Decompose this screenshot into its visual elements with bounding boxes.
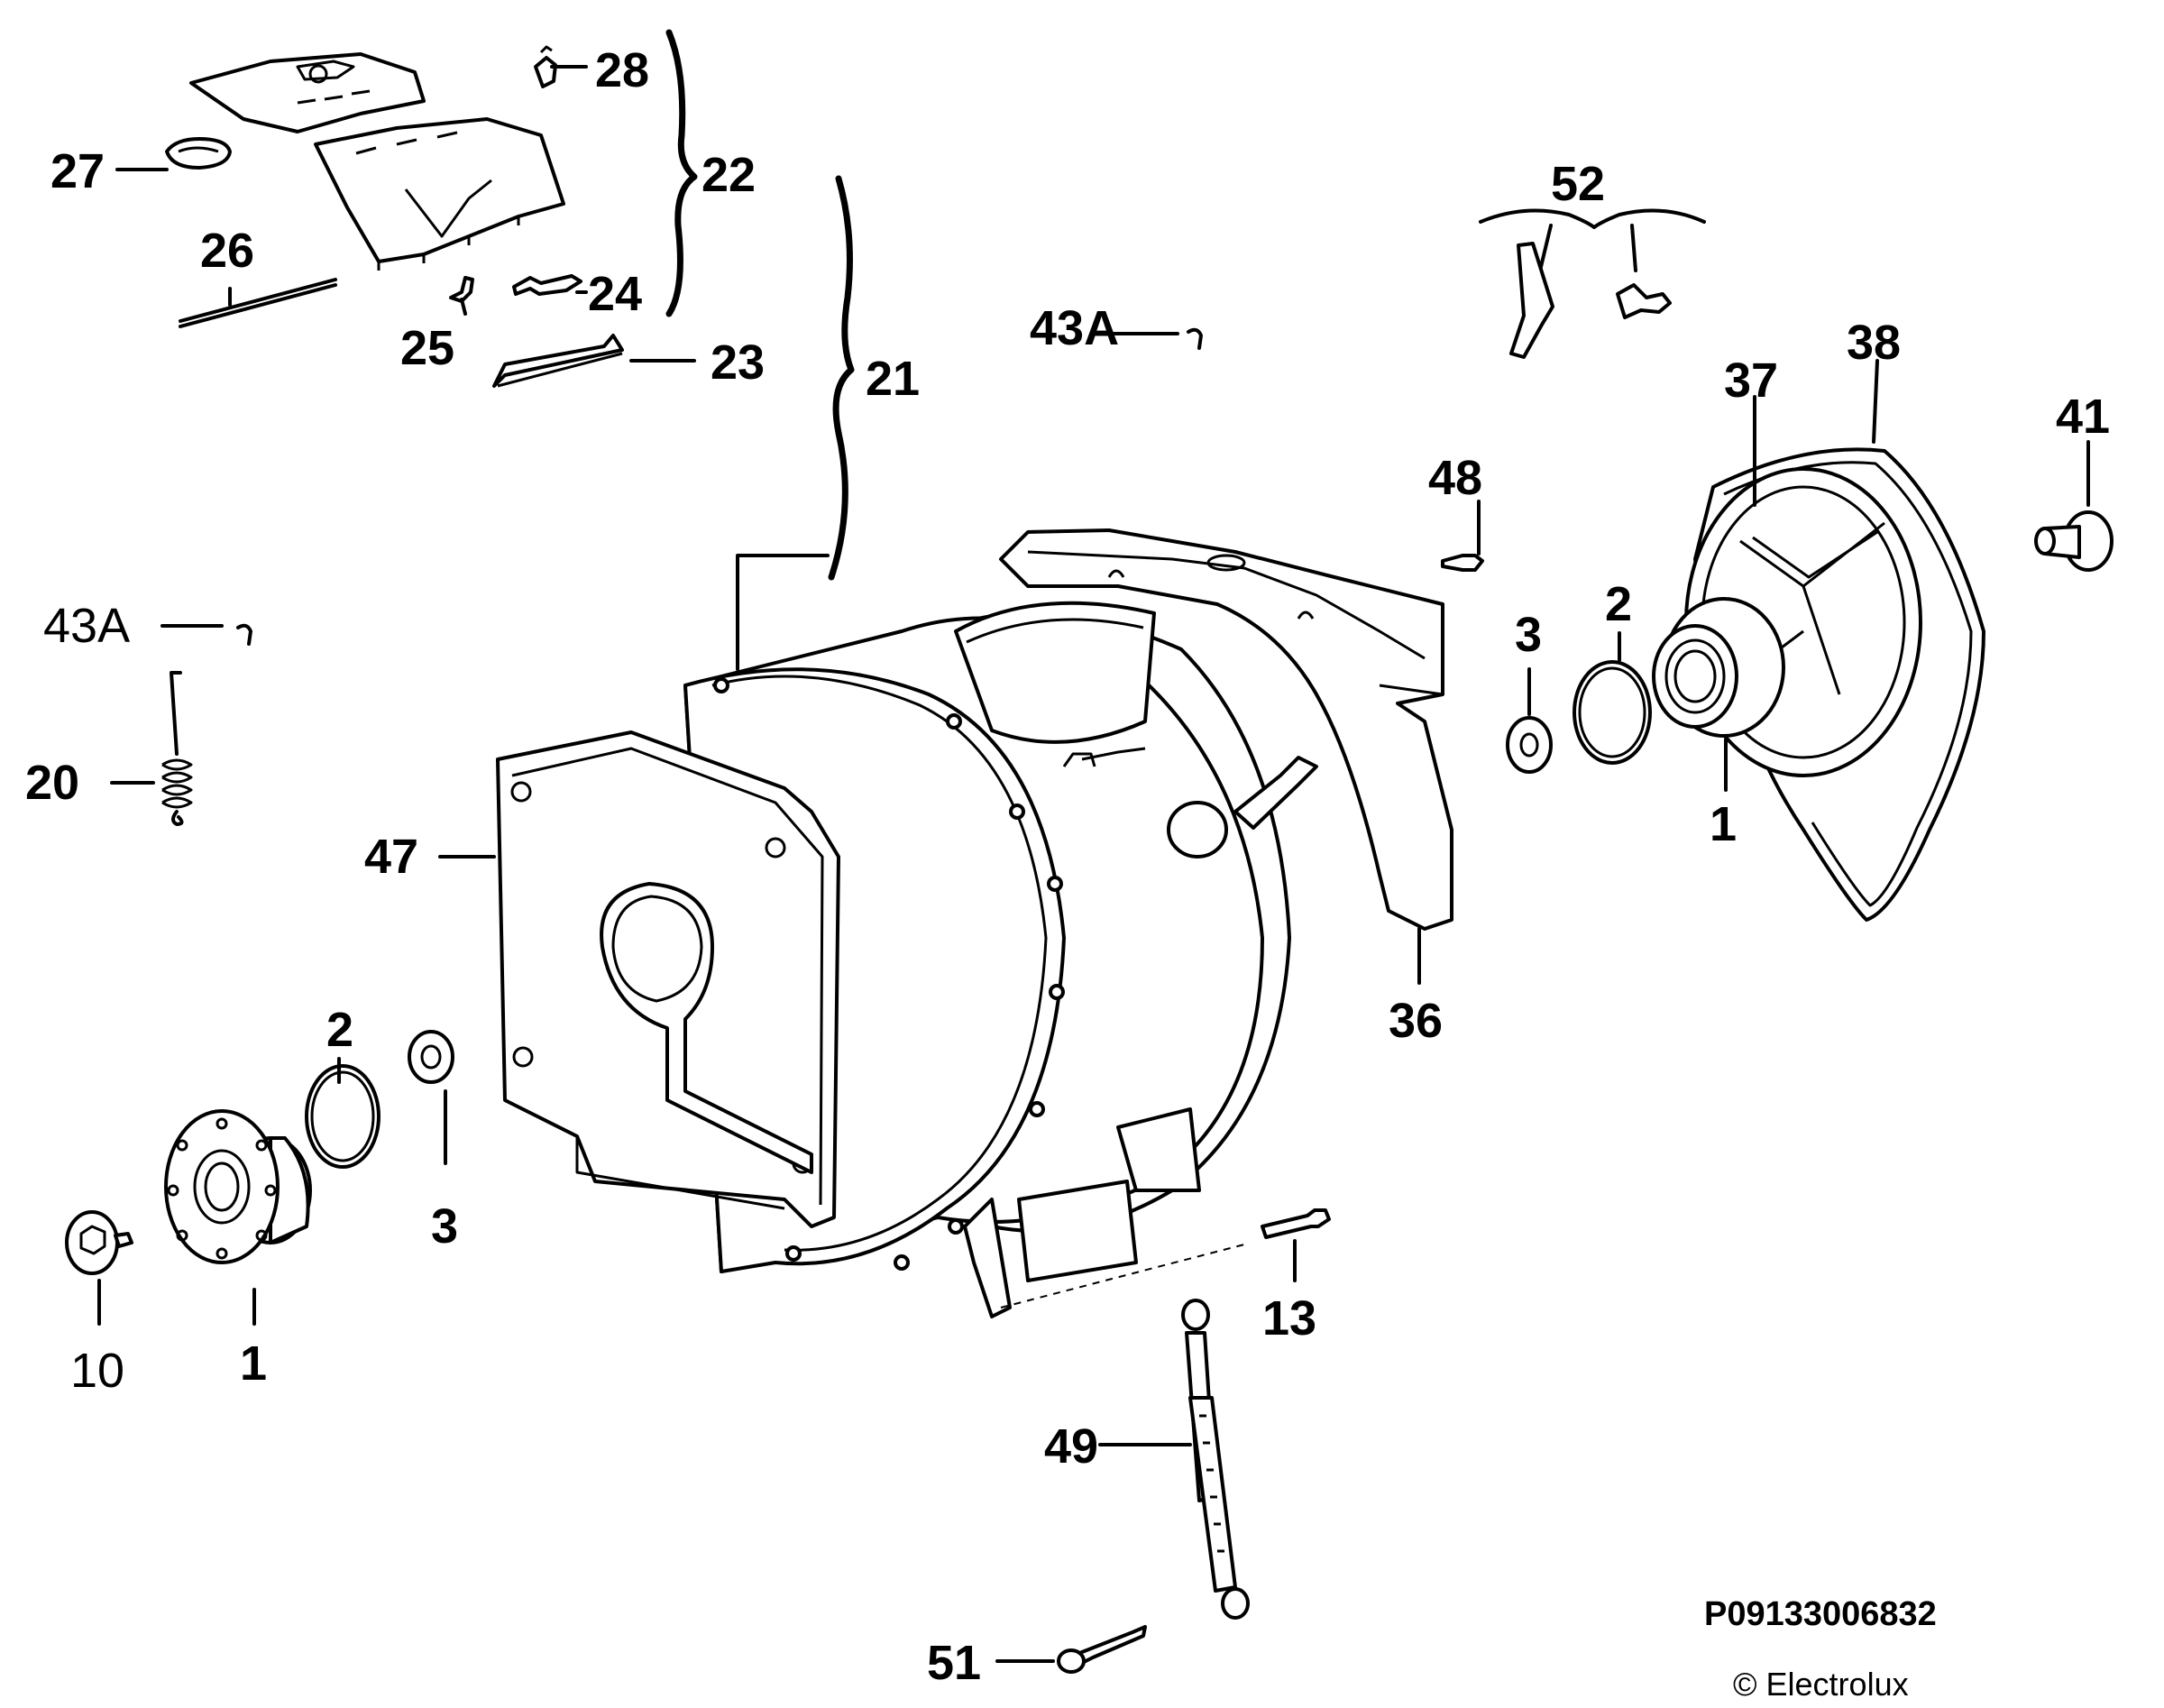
label-43a-mid: 43A	[1030, 301, 1119, 355]
screw-13	[1261, 1208, 1331, 1239]
detergent-dispenser-assembly	[165, 45, 624, 388]
label-24: 24	[588, 267, 642, 321]
copyright-notice: © Electrolux	[1733, 1666, 1909, 1703]
label-23: 23	[711, 335, 765, 390]
label-38: 38	[1847, 316, 1901, 370]
nut-10	[65, 1210, 133, 1275]
label-27: 27	[50, 144, 105, 198]
drawing-code: P09133006832	[1704, 1595, 1937, 1633]
spring-20	[161, 671, 193, 826]
label-1-left: 1	[240, 1336, 267, 1391]
label-47: 47	[364, 830, 418, 884]
label-41: 41	[2056, 390, 2110, 444]
damper-49	[1181, 1299, 1250, 1620]
bearing-housing-left	[164, 1109, 312, 1264]
label-2-right: 2	[1605, 577, 1632, 631]
pulley-bolt	[2034, 510, 2114, 572]
label-20: 20	[25, 756, 79, 810]
label-2-left: 2	[326, 1003, 353, 1057]
screw-48	[1441, 554, 1484, 572]
label-43a-left: 43A	[43, 599, 130, 653]
label-36: 36	[1389, 994, 1443, 1048]
brace-22	[665, 29, 698, 317]
label-48: 48	[1428, 451, 1482, 505]
brace-21	[828, 175, 855, 581]
o-ring-left	[305, 1064, 381, 1169]
label-26: 26	[200, 224, 254, 278]
rear-cover	[999, 528, 1453, 985]
hook-43a-left	[236, 623, 252, 646]
pulley-lock-plate	[1509, 242, 1554, 359]
screw-52	[1616, 283, 1672, 319]
washer-left	[408, 1030, 454, 1084]
label-21: 21	[866, 352, 920, 406]
leaders-top-left	[115, 65, 696, 363]
hook-43a-mid	[1187, 327, 1203, 350]
part-labels: 28 22 27 26 24 25 23 21 43A 52 38 37 41 …	[25, 43, 2110, 1690]
label-49: 49	[1044, 1419, 1098, 1474]
brace-52	[1479, 208, 1706, 229]
label-28: 28	[595, 43, 649, 97]
label-3-right: 3	[1515, 608, 1542, 662]
o-ring-right	[1573, 660, 1652, 765]
label-22: 22	[701, 148, 756, 202]
label-10: 10	[70, 1344, 124, 1398]
label-13: 13	[1262, 1291, 1316, 1345]
tub-assembly	[496, 601, 1318, 1318]
label-37: 37	[1724, 354, 1778, 408]
washer-right	[1506, 716, 1553, 774]
label-1-right: 1	[1710, 797, 1737, 851]
label-3-left: 3	[431, 1199, 458, 1253]
label-52: 52	[1551, 157, 1605, 211]
label-25: 25	[400, 321, 454, 375]
bearing-housing-right	[1652, 597, 1785, 738]
leader-21	[736, 554, 830, 671]
label-51: 51	[927, 1636, 981, 1690]
